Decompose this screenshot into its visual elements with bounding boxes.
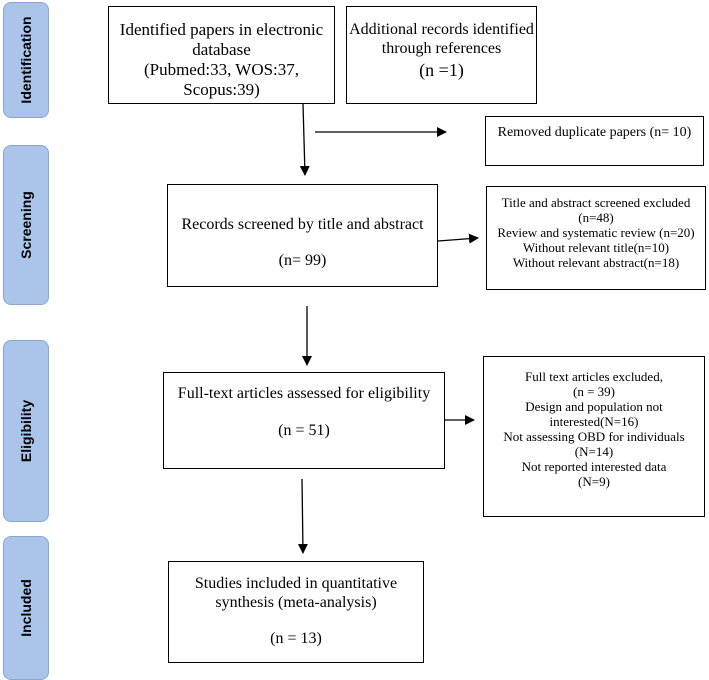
fulltext-assessed-box: Full-text articles assessed for eligibil… xyxy=(163,372,445,469)
fulltext-excluded-line7: Not reported interested data xyxy=(521,459,667,474)
included-line1: Studies included in quantitative xyxy=(194,575,398,592)
additional-line2: through references xyxy=(381,40,502,57)
stage-label-screening: Screening xyxy=(3,145,49,305)
fulltext-excluded-line6: (N=14) xyxy=(574,444,614,459)
fulltext-line2: (n = 51) xyxy=(278,422,330,439)
stage-label-included: Included xyxy=(3,536,49,680)
identified-records-box: Identified papers in electronic database… xyxy=(108,6,335,104)
included-line2: synthesis (meta-analysis) xyxy=(215,594,377,611)
arrow-screened-to-excluded xyxy=(437,233,479,244)
fulltext-excluded-line3: Design and population not xyxy=(525,399,663,414)
screen-excluded-line2: (n=48) xyxy=(578,210,614,225)
included-line3: (n = 13) xyxy=(270,630,322,647)
identified-line2: database xyxy=(192,40,251,59)
fulltext-excluded-line5: Not assessing OBD for individuals xyxy=(503,429,685,444)
stage-label-identification: Identification xyxy=(3,2,49,118)
additional-line1: Additional records identified xyxy=(349,21,534,38)
fulltext-excluded-line8: (N=9) xyxy=(578,474,610,489)
additional-line3: (n =1) xyxy=(419,60,464,80)
fulltext-line1: Full-text articles assessed for eligibil… xyxy=(177,385,431,402)
identified-line1: Identified papers in electronic xyxy=(119,20,324,39)
additional-records-box: Additional records identified through re… xyxy=(346,6,537,104)
identified-line4: Scopus:39) xyxy=(183,80,260,99)
fulltext-excluded-line2: (n = 39) xyxy=(573,384,615,399)
screen-excluded-line1: Title and abstract screened excluded xyxy=(501,195,691,210)
duplicates-line1: Removed duplicate papers (n= 10) xyxy=(497,125,692,140)
fulltext-excluded-line4: interested(N=16) xyxy=(549,414,639,429)
screen-excluded-line4: Without relevant title(n=10) xyxy=(522,240,670,255)
fulltext-excluded-box: Full text articles excluded, (n = 39) De… xyxy=(483,356,705,517)
identified-line3: (Pubmed:33, WOS:37, xyxy=(143,60,300,79)
studies-included-box: Studies included in quantitative synthes… xyxy=(168,561,424,663)
screen-excluded-box: Title and abstract screened excluded (n=… xyxy=(486,186,706,290)
arrow-fulltext-to-included xyxy=(297,478,308,554)
screen-excluded-line3: Review and systematic review (n=20) xyxy=(497,225,695,240)
screened-line1: Records screened by title and abstract xyxy=(181,216,424,233)
screen-excluded-line5: Without relevant abstract(n=18) xyxy=(512,255,680,270)
arrow-identified-to-screened xyxy=(299,103,310,176)
records-screened-box: Records screened by title and abstract (… xyxy=(167,184,438,287)
screened-line2: (n= 99) xyxy=(278,252,327,269)
stage-label-eligibility: Eligibility xyxy=(3,340,49,522)
removed-duplicates-box: Removed duplicate papers (n= 10) xyxy=(485,116,704,166)
fulltext-excluded-line1: Full text articles excluded, xyxy=(525,369,663,384)
